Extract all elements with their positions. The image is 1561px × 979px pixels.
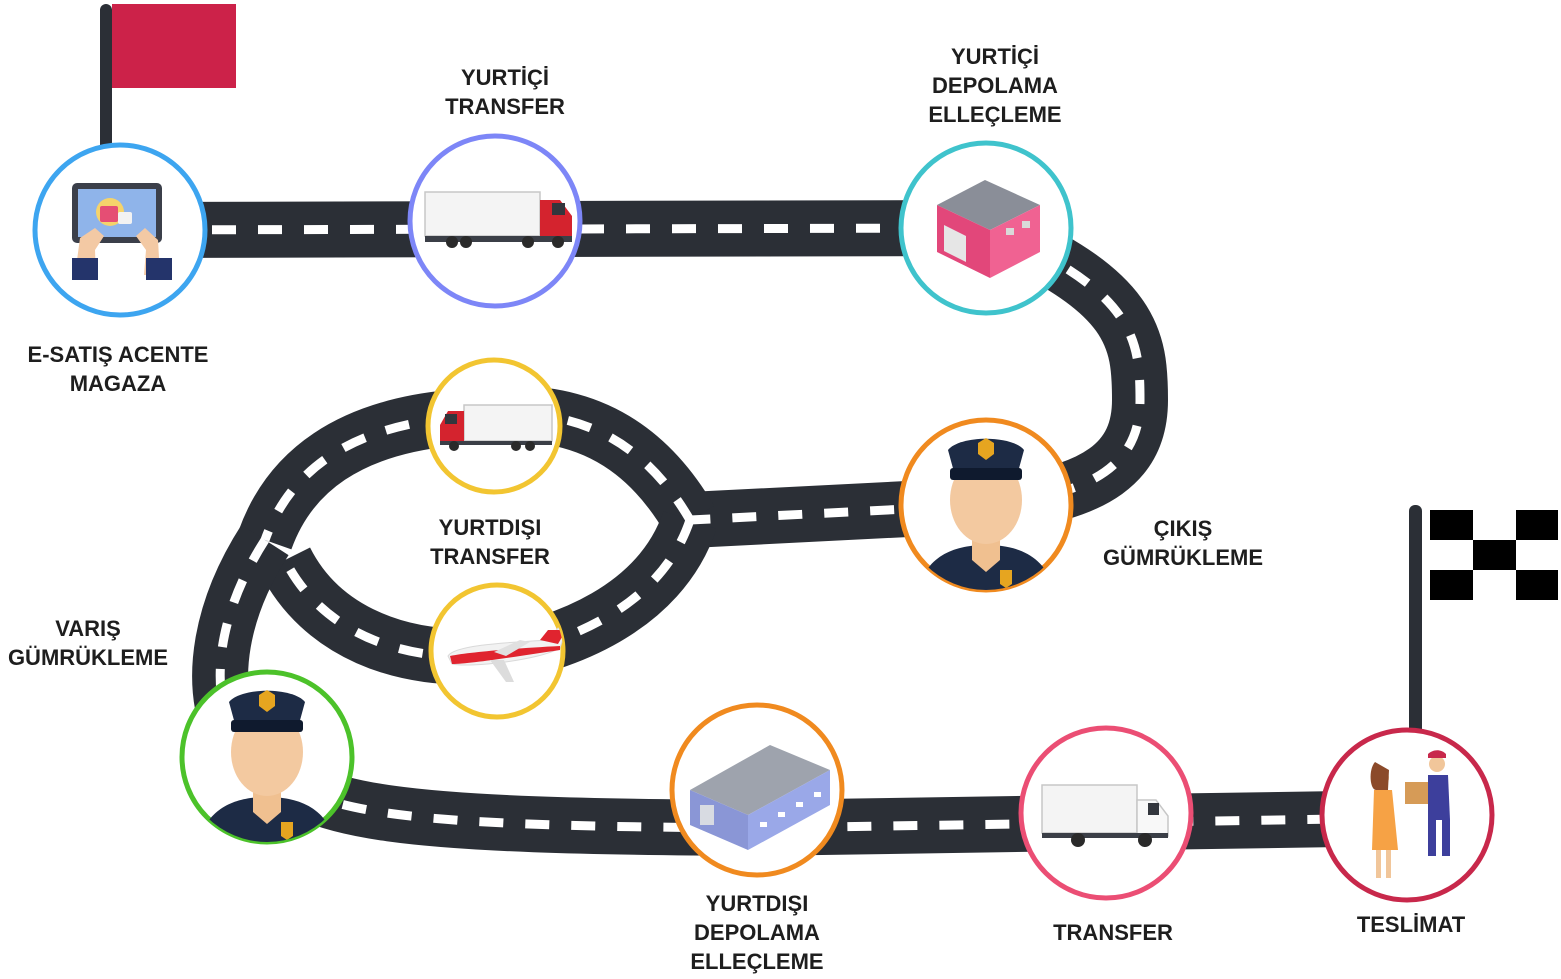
label-line: E-SATIŞ ACENTE: [27, 342, 209, 367]
label-line: TRANSFER: [1053, 920, 1173, 945]
label-line: YURTİÇİ: [951, 44, 1039, 69]
start-flag-icon: [100, 4, 236, 152]
label-line: TRANSFER: [445, 94, 565, 119]
label-line: MAGAZA: [69, 371, 167, 396]
label-line: YURTDIŞI: [705, 891, 809, 916]
label-line: TESLİMAT: [1356, 912, 1466, 937]
label-line: DEPOLAMA: [694, 920, 820, 945]
stage-node-varis-gumrukleme: [179, 669, 355, 845]
label-line: YURTİÇİ: [461, 65, 549, 90]
stage-node-teslimat: [1319, 727, 1495, 903]
stage-label-yurtdisi-transfer: YURTDIŞI TRANSFER: [390, 513, 590, 571]
white-truck-icon: [1041, 784, 1169, 847]
stage-node-yurtdisi-transfer-airplane: [428, 582, 566, 720]
label-line: DEPOLAMA: [932, 73, 1058, 98]
stage-node-yurtdisi-transfer-truck: [425, 357, 563, 495]
label-line: TRANSFER: [430, 544, 550, 569]
stage-label-teslimat: TESLİMAT: [1311, 910, 1511, 939]
label-line: ELLEÇLEME: [928, 102, 1062, 127]
label-line: GÜMRÜKLEME: [1102, 545, 1264, 570]
stage-node-yurtici-transfer: [407, 133, 583, 309]
stage-node-yurtici-depolama: [898, 140, 1074, 316]
stage-label-esatis: E-SATIŞ ACENTE MAGAZA: [4, 340, 232, 398]
stage-node-cikis-gumrukleme: [898, 417, 1074, 593]
stage-label-yurtdisi-depolama: YURTDIŞI DEPOLAMA ELLEÇLEME: [657, 889, 857, 976]
stage-label-transfer: TRANSFER: [1013, 918, 1213, 947]
pink-warehouse-icon: [937, 180, 1040, 278]
tablet-shopping-icon: [72, 183, 172, 280]
small-red-truck-icon: [440, 404, 553, 451]
stage-label-yurtici-transfer: YURTİÇİ TRANSFER: [405, 63, 605, 121]
stage-node-esatis: [32, 142, 208, 318]
stage-node-transfer: [1018, 725, 1194, 901]
finish-flag-icon: [1409, 505, 1558, 737]
stage-label-cikis-gumrukleme: ÇIKIŞ GÜMRÜKLEME: [1083, 514, 1283, 572]
red-truck-icon: [424, 191, 572, 248]
label-line: YURTDIŞI: [438, 515, 542, 540]
stage-label-varis-gumrukleme: VARIŞ GÜMRÜKLEME: [0, 614, 176, 672]
label-line: ÇIKIŞ: [1153, 516, 1213, 541]
stage-node-yurtdisi-depolama: [669, 702, 845, 878]
stage-label-yurtici-depolama: YURTİÇİ DEPOLAMA ELLEÇLEME: [895, 42, 1095, 129]
package-delivery-icon: [1370, 750, 1450, 878]
label-line: ELLEÇLEME: [690, 949, 824, 974]
label-line: GÜMRÜKLEME: [7, 645, 169, 670]
blue-warehouse-icon: [690, 745, 830, 850]
airplane-icon: [447, 627, 563, 682]
label-line: VARIŞ: [55, 616, 121, 641]
